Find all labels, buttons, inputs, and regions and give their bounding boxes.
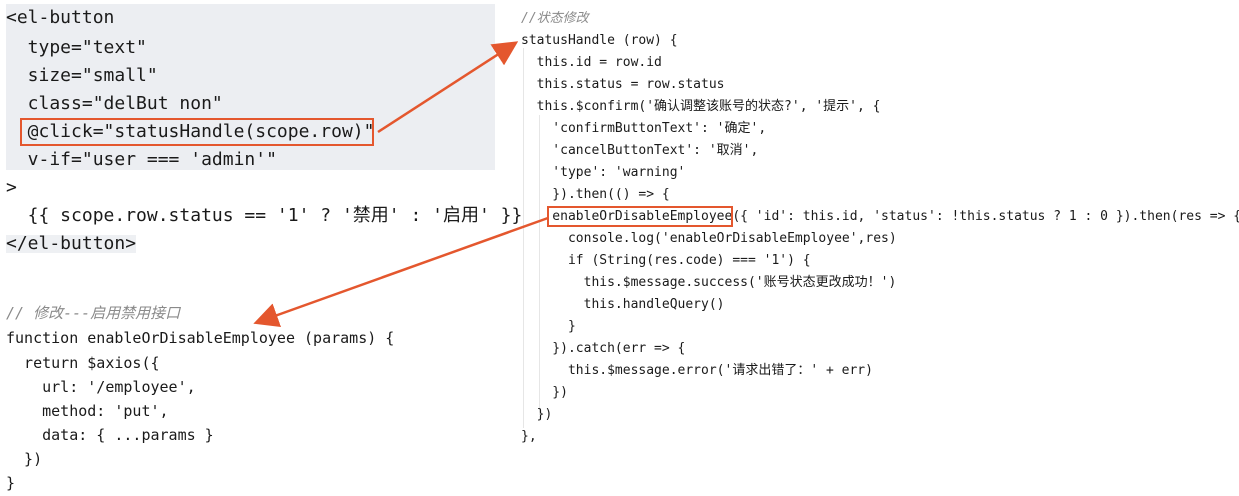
code-line: {{ scope.row.status == '1' ? '禁用' : '启用'… [6, 205, 523, 226]
code-line: }) [521, 385, 568, 400]
code-line: this.$confirm('确认调整该账号的状态?', '提示', { [521, 99, 881, 114]
code-line: 'confirmButtonText': '确定', [521, 121, 767, 136]
code-line: }) [521, 407, 553, 422]
api-code-panel: // 修改---启用禁用接口 function enableOrDisableE… [0, 300, 500, 496]
code-line: }, [521, 429, 537, 444]
code-line: this.$message.error('请求出错了：' + err) [521, 363, 873, 378]
code-line: <el-button [6, 7, 115, 28]
code-line: }) [6, 450, 43, 468]
template-code-panel: <el-button type="text" size="small" clas… [0, 0, 522, 270]
code-line: } [6, 474, 16, 492]
code-line: this.handleQuery() [521, 297, 725, 312]
code-line: method: 'put', [6, 402, 169, 420]
code-line: 'type': 'warning' [521, 165, 686, 180]
code-line: url: '/employee', [6, 378, 196, 396]
code-line: this.status = row.status [521, 77, 725, 92]
code-line: class="delBut non" [6, 93, 223, 114]
code-line: statusHandle (row) { [521, 33, 678, 48]
code-line: type="text" [6, 37, 147, 58]
code-line: return $axios({ [6, 354, 160, 372]
code-line: size="small" [6, 65, 158, 86]
code-line: this.id = row.id [521, 55, 662, 70]
code-comment: //状态修改 [521, 11, 589, 26]
handler-code-panel: //状态修改 statusHandle (row) { this.id = ro… [515, 0, 1239, 496]
code-line: function enableOrDisableEmployee (params… [6, 329, 395, 347]
code-line: console.log('enableOrDisableEmployee',re… [521, 231, 897, 246]
code-line: this.$message.success('账号状态更改成功！') [521, 275, 897, 290]
code-line: > [6, 177, 17, 198]
code-line: }).then(() => { [521, 187, 670, 202]
code-line: } [521, 319, 576, 334]
click-handler-highlight-box [20, 118, 374, 146]
code-line: data: { ...params } [6, 426, 214, 444]
code-line: @click="statusHandle(scope.row)" [6, 121, 375, 142]
code-line: enableOrDisableEmployee({ 'id': this.id,… [521, 209, 1239, 224]
code-line: }).catch(err => { [521, 341, 686, 356]
api-call-highlight-box [547, 206, 733, 227]
code-line: v-if="user === 'admin'" [6, 149, 277, 170]
code-line: if (String(res.code) === '1') { [521, 253, 811, 268]
code-line: 'cancelButtonText': '取消', [521, 143, 759, 158]
code-comment: // 修改---启用禁用接口 [6, 304, 181, 322]
code-line: </el-button> [6, 233, 137, 254]
